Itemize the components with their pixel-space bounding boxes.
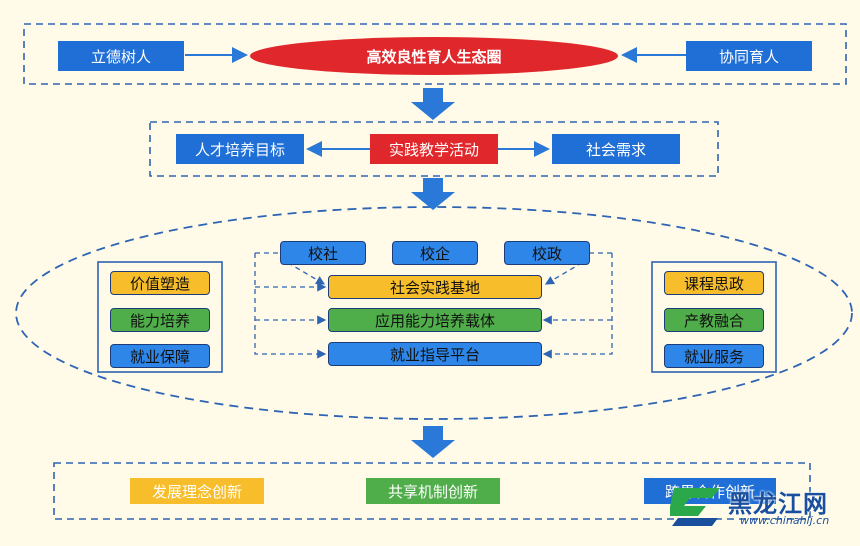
mechanism-innovation-label: 共享机制创新: [387, 482, 478, 501]
career-guidance-box: 就业指导平台: [328, 342, 542, 366]
social-demand-box: 社会需求: [552, 134, 680, 164]
xiaoshe-box: 校社: [280, 241, 366, 265]
practice-activity-label: 实践教学活动: [388, 140, 479, 159]
ecosystem-label: 高效良性育人生态圈: [366, 47, 502, 66]
right-item-1: 课程思政: [664, 271, 764, 295]
right-item-2: 产教融合: [664, 308, 764, 332]
xiaoqi-box: 校企: [392, 241, 478, 265]
left-panel: [97, 261, 223, 373]
row1-frame: [23, 23, 847, 85]
xiaozheng-box: 校政: [504, 241, 590, 265]
ecosystem-ellipse: 高效良性育人生态圈: [250, 37, 618, 75]
row4-frame: [53, 462, 811, 520]
right-item-3: 就业服务: [664, 344, 764, 368]
practice-base-box: 社会实践基地: [328, 275, 542, 299]
mechanism-innovation-box: 共享机制创新: [366, 478, 500, 504]
practice-activity-box: 实践教学活动: [370, 134, 498, 164]
left-item-1: 价值塑造: [110, 271, 210, 295]
right-panel: [651, 261, 777, 373]
right-item-2-label: 产教融合: [683, 311, 744, 330]
right-item-1-label: 课程思政: [683, 274, 744, 293]
career-guidance-label: 就业指导平台: [389, 345, 480, 364]
watermark-name: 黑龙江网: [728, 490, 828, 518]
down-arrow-3: [411, 426, 455, 458]
ability-carrier-box: 应用能力培养载体: [328, 308, 542, 332]
xiaozheng-label: 校政: [531, 244, 562, 263]
talent-goal-box: 人才培养目标: [176, 134, 304, 164]
middle-ellipse: [15, 206, 853, 420]
left-item-3-label: 就业保障: [129, 347, 190, 366]
watermark-url: www.chinahlj.cn: [740, 514, 830, 527]
lide-shuren-box: 立德树人: [58, 41, 184, 71]
xietong-yuren-label: 协同育人: [718, 47, 779, 66]
social-demand-label: 社会需求: [585, 140, 646, 159]
xietong-yuren-box: 协同育人: [686, 41, 812, 71]
left-item-2: 能力培养: [110, 308, 210, 332]
left-item-3: 就业保障: [110, 344, 210, 368]
down-arrow-1: [411, 88, 455, 120]
ability-carrier-label: 应用能力培养载体: [374, 311, 495, 330]
practice-base-label: 社会实践基地: [389, 278, 480, 297]
concept-innovation-box: 发展理念创新: [130, 478, 264, 504]
concept-innovation-label: 发展理念创新: [151, 482, 242, 501]
left-item-1-label: 价值塑造: [129, 274, 190, 293]
talent-goal-label: 人才培养目标: [194, 140, 285, 159]
row2-frame: [149, 121, 719, 177]
right-item-3-label: 就业服务: [683, 347, 744, 366]
left-item-2-label: 能力培养: [129, 311, 190, 330]
lide-shuren-label: 立德树人: [90, 47, 151, 66]
down-arrow-2: [411, 178, 455, 210]
xiaoqi-label: 校企: [419, 244, 450, 263]
xiaoshe-label: 校社: [307, 244, 338, 263]
watermark-logo-icon: [670, 488, 720, 526]
